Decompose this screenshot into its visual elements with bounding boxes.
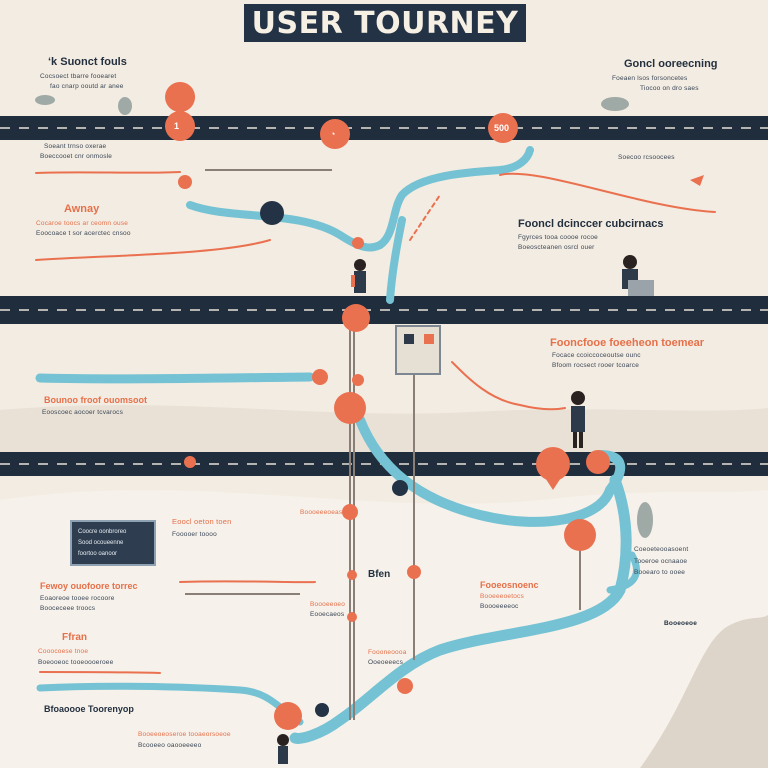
right-low-line-2: Tooeroe ocnaaoe [634,558,688,565]
right-top-line: Soecoo rcsoocees [618,154,675,161]
plant-decor [35,95,653,538]
bottom-left-heading: Bfoaoooe Toorenyop [44,704,134,714]
pin-label-2: ◔ [330,129,336,139]
top-right-line-2: Tiocoo on dro saes [640,85,699,92]
right-low-line-5: Boooeeeeoc [480,603,519,610]
bottom-line-2: Bcooeeo oaooeeeeo [138,742,202,749]
card-line-1: Coocre oonbroreo [78,529,127,535]
mid-right-heading: Fooncfooe foeeheon toemear [550,337,705,349]
bottom-line-1: Booeeoeoseroe tooaeorsoeoe [138,731,231,738]
center-line-2: Fooooer toooo [172,531,217,538]
mid-low-heading: Boooeeoeo [310,601,346,608]
page-title: USER TOURNEY [251,5,519,41]
orange-connectors [35,171,716,674]
road-middle [0,296,768,324]
left-line-3: Eooscoec aocoer tcvarocs [42,409,124,416]
card-line-2: Sood ocoueenne [78,540,124,546]
mid-right-line-2: Bfoom rocsect rooer tcoarce [552,362,640,369]
left-heading-2: Bounoo froof ouomsoot [44,395,147,405]
left-low-heading: Fewoy ouofoore torrec [40,581,138,591]
terrain-lower [0,490,768,768]
center-line-3: Boooeeeoeas [300,509,343,516]
signpost [395,325,441,375]
pin-label-3: 500 [494,123,510,133]
right-low-line-3: Booearo to ooee [634,569,686,576]
ffran-line-2: Boeooeoc tooeoooeroee [38,659,114,666]
left-mid-line-1: Soeant trnso oxerae [44,143,107,150]
small-markers [178,175,610,730]
mid-right-line-1: Focace ccoiccoceoutse ounc [552,352,641,359]
right-line-2: Boeoscteanen osrcl ouer [518,244,595,251]
right-heading: Fooncl dcinccer cubcirnacs [518,218,664,230]
top-right-line-1: Foeaen lsos forsoncetes [612,75,688,82]
mid-low-line-1: Eooecaeos [310,611,345,618]
right-low-line-1: Coeoeteooasoent [634,546,689,553]
center-low-heading: Bfen [368,569,391,580]
title-banner: USER TOURNEY [244,4,526,42]
right-line-1: Fgyrces tooa coooe rocoe [518,234,598,241]
bottom-right-small: Booeoeoe [664,620,698,627]
awnay-line-2: Eoocoace t sor acerctec cnsoo [36,230,131,237]
top-left-line-1: Cocsoect tbarre fooearet [40,73,117,80]
mountain [640,615,768,768]
top-left-heading: ‘k Suonct fouls [48,56,127,68]
left-mid-line-2: Boeccooet cnr onmosle [40,153,113,160]
pin-label-1: 1 [174,121,180,131]
top-right-heading: Goncl ooreecning [624,58,718,70]
card-line-3: foortoo oanoor [78,551,118,557]
person-figures [277,255,654,764]
road-top [0,116,768,140]
right-low-line-4: Booeeeoetocs [480,593,524,600]
ffran-heading: Ffran [62,632,87,643]
mid-low-line-2: Ooeoeeecs [368,659,404,666]
top-left-line-2: fao cnarp ooutd ar anee [50,83,124,90]
left-low-line-2: Booceceee troocs [40,605,96,612]
awnay-line-1: Cocaroe toocs ar ceomn ouse [36,220,129,227]
center-line-1: Eoocl oeton toen [172,517,232,526]
center-low-line-1: Foooneoooa [368,649,407,656]
ffran-line-1: Cooocoese tnoe [38,648,89,655]
awnay-heading: Awnay [64,203,100,215]
left-low-line-1: Eoaoreoe tooee rocoore [40,595,115,602]
right-low-heading: Fooeosnoenc [480,580,539,590]
map-pins [165,82,704,490]
info-card: Coocre oonbroreo Sood ocoueenne foortoo … [70,520,156,566]
